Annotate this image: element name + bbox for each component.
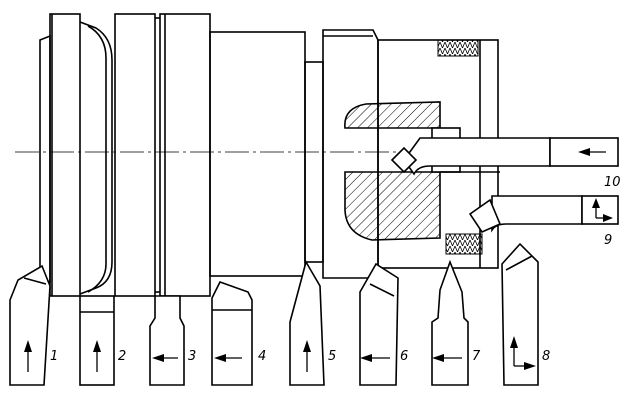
flange-1 [39,34,51,284]
right-body [322,29,379,279]
label-tool-8: 8 [542,349,550,364]
neck [304,61,324,263]
label-tool-9: 9 [604,233,612,248]
label-tool-6: 6 [400,349,408,364]
label-tool-7: 7 [472,349,481,364]
label-tool-10: 10 [604,175,621,190]
tool-8 [501,242,539,386]
collar-2 [114,13,156,297]
tool-3 [149,295,185,386]
boring-bar-9 [468,195,619,234]
feed-arrows [24,148,613,372]
tool-6 [359,262,399,386]
tool-5 [289,259,325,386]
thread-bottom [445,233,483,255]
boring-bar-10 [390,137,619,176]
label-tool-4: 4 [258,349,266,364]
collar-1 [49,13,81,297]
collar-3 [159,13,211,297]
tool-7 [431,259,469,386]
main-cylinder [209,31,306,277]
tool-labels: 1 2 3 4 5 6 7 8 9 10 [50,175,621,364]
label-tool-2: 2 [118,349,126,364]
tool-4 [211,281,253,386]
label-tool-3: 3 [188,349,196,364]
rounded-step [79,21,113,295]
tool-1 [9,264,51,386]
thread-top [437,39,479,57]
label-tool-1: 1 [50,349,58,364]
label-tool-5: 5 [328,349,336,364]
